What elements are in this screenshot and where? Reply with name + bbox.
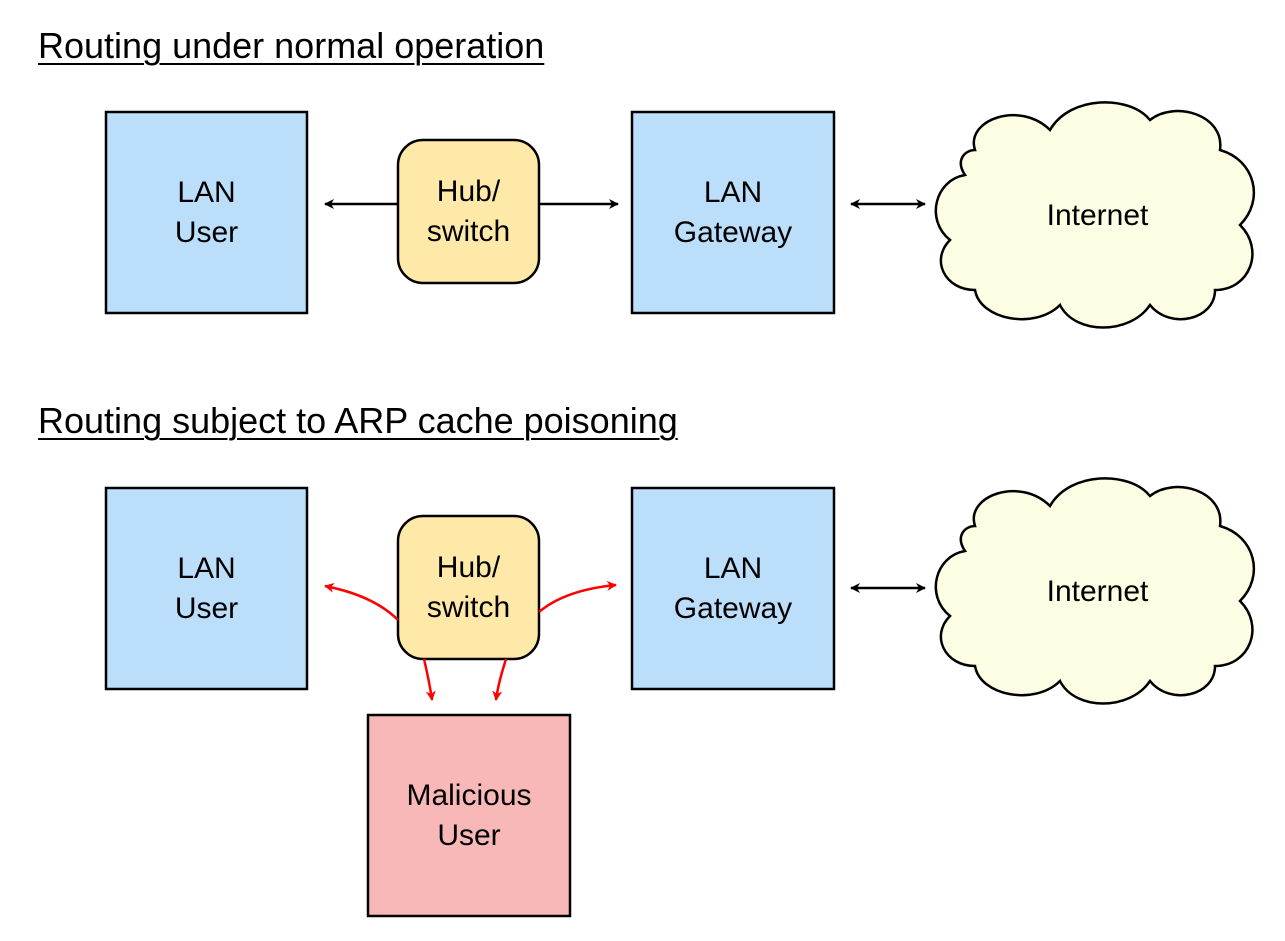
lan-user-box-normal (104, 110, 309, 315)
malicious-user-box (366, 713, 572, 918)
red-arrow-hub-to-user (324, 582, 399, 621)
section-title-normal: Routing under normal operation (38, 25, 545, 66)
internet-cloud-normal (934, 101, 1256, 329)
internet-cloud-poison (934, 477, 1256, 705)
hub-switch-box-poison (396, 514, 541, 661)
red-arrow-hub-to-gateway (538, 580, 617, 613)
section-title-poisoning: Routing subject to ARP cache poisoning (38, 400, 678, 441)
hub-switch-box-normal (396, 138, 541, 285)
gateway-box-normal (630, 110, 836, 315)
lan-user-box-poison (104, 486, 309, 691)
gateway-box-poison (630, 486, 836, 691)
red-arrow-hub-to-malicious-right (492, 658, 508, 701)
red-arrow-hub-to-malicious-left (422, 658, 436, 701)
